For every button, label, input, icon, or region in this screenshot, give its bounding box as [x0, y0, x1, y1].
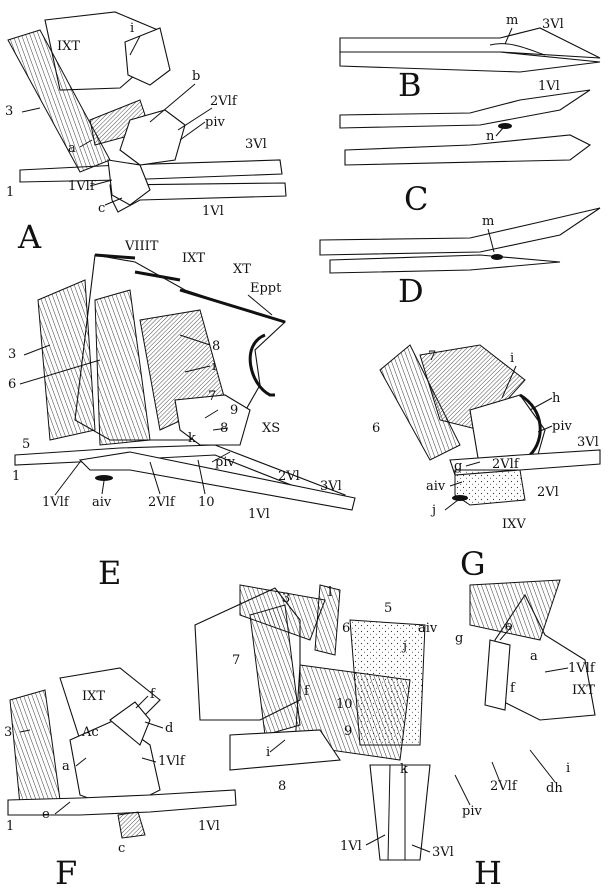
- label: dh: [546, 781, 563, 796]
- panel-h: [195, 580, 595, 860]
- panel-a-letter: A: [17, 218, 42, 256]
- panel-g-letter: G: [460, 545, 486, 583]
- label: c: [118, 841, 125, 856]
- label: 5: [384, 601, 392, 616]
- label: i: [566, 761, 570, 776]
- label: a: [530, 649, 538, 664]
- label: g: [454, 459, 462, 474]
- label: 3: [5, 104, 13, 119]
- panel-d-letter: D: [398, 272, 424, 310]
- label: i: [266, 745, 270, 760]
- label: 2Vlf: [210, 94, 238, 109]
- label: 3: [4, 725, 12, 740]
- label: 1Vl: [248, 507, 270, 522]
- label: XS: [262, 421, 280, 436]
- label: 3Vl: [542, 17, 564, 32]
- label: piv: [462, 804, 482, 819]
- label: XT: [233, 262, 251, 277]
- label: piv: [205, 115, 225, 130]
- label: 1: [12, 469, 20, 484]
- label: 7: [208, 389, 216, 404]
- label: g: [455, 631, 463, 646]
- label: b: [192, 69, 200, 84]
- label: aiv: [418, 621, 438, 636]
- label: 6: [372, 421, 380, 436]
- label: 2Vlf: [148, 495, 176, 510]
- panel-c: [340, 90, 590, 165]
- label: k: [188, 431, 196, 446]
- label: 3Vl: [245, 137, 267, 152]
- label: aiv: [426, 479, 446, 494]
- label: 8: [278, 779, 286, 794]
- label: m: [506, 13, 518, 28]
- panel-f-letter: F: [55, 854, 77, 889]
- label: 5: [22, 437, 30, 452]
- panel-b-letter: B: [398, 66, 422, 104]
- label: aiv: [92, 495, 112, 510]
- label: IXV: [502, 517, 526, 532]
- label: 1Vl: [198, 819, 220, 834]
- panel-c-letter: C: [404, 180, 428, 218]
- label: Eppt: [250, 281, 282, 296]
- label: 1: [326, 585, 334, 600]
- label: a: [68, 141, 76, 156]
- label: piv: [552, 419, 572, 434]
- label: 1Vlf: [68, 179, 96, 194]
- label: 3Vl: [320, 479, 342, 494]
- label: 2Vlf: [490, 779, 518, 794]
- label: 2Vlf: [492, 457, 520, 472]
- panel-d: [320, 208, 600, 273]
- label: 3Vl: [577, 435, 599, 450]
- label: 6: [342, 621, 350, 636]
- label: 10: [198, 495, 215, 510]
- label: i: [510, 351, 514, 366]
- label: i: [212, 359, 216, 374]
- label: 7: [232, 653, 240, 668]
- label: a: [62, 759, 70, 774]
- label: Ac: [81, 725, 99, 740]
- panel-h-letter: H: [474, 854, 502, 889]
- label: IXT: [82, 689, 105, 704]
- label: 1: [6, 185, 14, 200]
- label: 1Vl: [538, 79, 560, 94]
- label: IXT: [182, 251, 205, 266]
- label: 2Vl: [278, 469, 300, 484]
- label: piv: [215, 455, 235, 470]
- label: IXT: [572, 683, 595, 698]
- panel-a: [8, 12, 286, 212]
- label: 1Vlf: [158, 754, 186, 769]
- leader-line: [496, 128, 503, 136]
- label: n: [486, 129, 495, 144]
- label: d: [165, 721, 173, 736]
- label: 3: [8, 347, 16, 362]
- label: VIIIT: [124, 239, 159, 254]
- label: 3Vl: [432, 845, 454, 860]
- label: e: [42, 807, 50, 822]
- label: IXT: [57, 39, 80, 54]
- label: 10: [336, 697, 353, 712]
- label: 3: [282, 591, 290, 606]
- label: c: [98, 201, 105, 216]
- label: 2Vl: [537, 485, 559, 500]
- panel-e-letter: E: [98, 554, 121, 592]
- label: 1Vl: [340, 839, 362, 854]
- label: j: [430, 503, 436, 518]
- panel-b: [340, 28, 600, 72]
- label: 1Vlf: [568, 661, 596, 676]
- label: 8: [212, 339, 220, 354]
- label: i: [130, 21, 134, 36]
- label: 1Vl: [202, 204, 224, 219]
- label: h: [552, 391, 561, 406]
- label: k: [400, 762, 408, 777]
- label: m: [482, 214, 494, 229]
- panel-e: [15, 255, 355, 510]
- label: 6: [8, 377, 16, 392]
- label: 7: [428, 349, 436, 364]
- label: 9: [230, 403, 238, 418]
- label: 1Vlf: [42, 495, 70, 510]
- label: 9: [344, 724, 352, 739]
- label: 1: [6, 819, 14, 834]
